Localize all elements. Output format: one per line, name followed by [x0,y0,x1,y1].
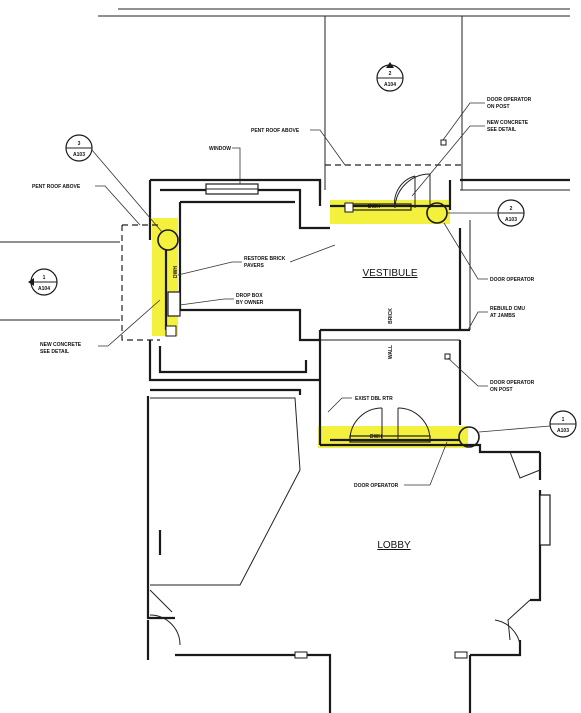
note-door-operator-on-post-mid: DOOR OPERATOR ON POST [447,357,535,393]
note-exist-dbl-rtr: EXIST DBL RTR [327,396,393,413]
note-new-concrete-top: NEW CONCRETE SEE DETAIL [411,120,529,197]
svg-text:BY OWNER: BY OWNER [236,300,264,306]
callout-number: 1 [43,275,46,281]
note-door-operator-right: DOOR OPERATOR [443,222,535,283]
top-exterior-lines [98,8,570,190]
section-callout-1-a104: 1 A104 [28,268,58,296]
callout-sheet: A103 [557,428,569,434]
callout-sheet: A104 [384,82,396,88]
door-operator-posts [440,139,451,360]
svg-text:PENT ROOF ABOVE: PENT ROOF ABOVE [251,128,300,134]
note-drop-box: DROP BOX BY OWNER [179,293,264,306]
lobby-walls [146,388,551,713]
svg-text:RESTORE BRICK: RESTORE BRICK [244,256,286,262]
svg-text:WINDOW: WINDOW [209,146,231,152]
room-label-vestibule: VESTIBULE [362,268,417,279]
svg-text:DOOR OPERATOR: DOOR OPERATOR [490,380,535,386]
note-pent-roof-above-top: PENT ROOF ABOVE [251,128,346,166]
svg-text:DROP BOX: DROP BOX [236,293,263,299]
svg-text:DOOR OPERATOR: DOOR OPERATOR [490,277,535,283]
highlight-marks [152,200,468,448]
svg-text:SEE DETAIL: SEE DETAIL [40,349,69,355]
note-window: WINDOW [209,146,241,184]
svg-text:REBUILD CMU: REBUILD CMU [490,306,525,312]
svg-text:PENT ROOF ABOVE: PENT ROOF ABOVE [32,184,81,190]
tag-wall: WALL [388,345,394,359]
callout-number: 3 [78,141,81,147]
callout-sheet: A104 [38,286,50,292]
svg-text:PAVERS: PAVERS [244,263,264,269]
svg-text:SEE DETAIL: SEE DETAIL [487,127,516,133]
window [205,183,259,195]
svg-text:NEW CONCRETE: NEW CONCRETE [487,120,529,126]
tag-brick: BRICK [388,308,394,324]
note-pent-roof-above-left: PENT ROOF ABOVE [32,184,141,226]
svg-text:NEW CONCRETE: NEW CONCRETE [40,342,82,348]
svg-text:ON POST: ON POST [487,104,510,110]
tag-dwh-bottom: DWH [370,434,382,440]
detail-callout-2-a103: 2 A103 [447,199,525,227]
left-exterior-lines [0,241,120,321]
room-label-lobby: LOBBY [377,540,411,551]
note-rebuild-cmu: REBUILD CMU AT JAMBS [467,306,525,331]
callout-number: 2 [389,71,392,77]
left-door [157,229,181,337]
svg-text:DOOR OPERATOR: DOOR OPERATOR [354,483,399,489]
tag-dwh-left: DWH [173,266,179,278]
svg-text:EXIST DBL RTR: EXIST DBL RTR [355,396,393,402]
note-restore-brick: RESTORE BRICK PAVERS [177,244,336,276]
note-new-concrete-left: NEW CONCRETE SEE DETAIL [40,299,161,355]
callout-number: 1 [562,417,565,423]
svg-text:ON POST: ON POST [490,387,513,393]
svg-text:DOOR OPERATOR: DOOR OPERATOR [487,97,532,103]
callout-sheet: A103 [73,152,85,158]
pent-roof-outlines [121,164,462,341]
lobby-entry-doors [330,407,480,448]
tag-dwh-top: DWH [368,204,380,210]
detail-callout-3-a103: 3 A103 [65,134,163,233]
note-door-operator-on-post-top: DOOR OPERATOR ON POST [442,97,532,141]
svg-text:AT JAMBS: AT JAMBS [490,313,516,319]
callout-number: 2 [510,206,513,212]
callout-sheet: A103 [505,217,517,223]
note-door-operator-bottom: DOOR OPERATOR [354,441,448,489]
section-callout-2-a104: 2 A104 [376,62,404,92]
detail-callout-1-a103: 1 A103 [478,410,577,438]
